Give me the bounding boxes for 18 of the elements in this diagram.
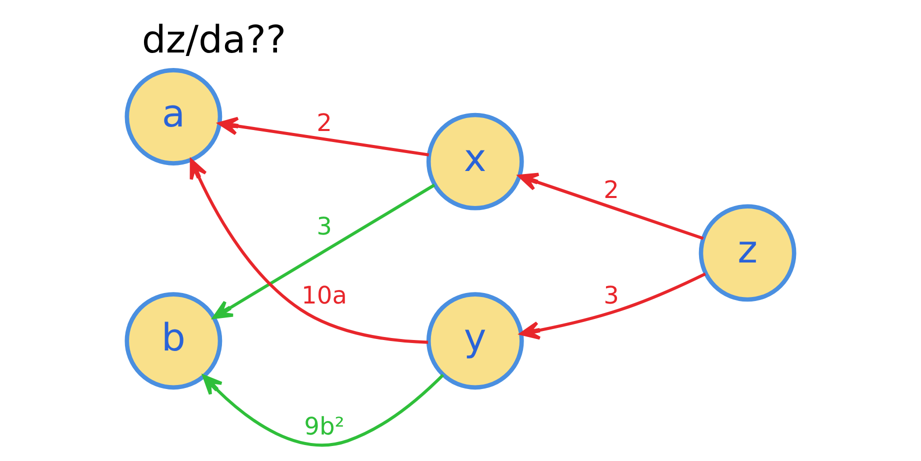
node-circle: a	[124, 68, 222, 166]
edge-label: 2	[316, 108, 332, 137]
arrow	[520, 272, 706, 340]
arrow	[190, 158, 428, 344]
edge-label: 3	[316, 212, 332, 240]
node-circle: b	[124, 292, 222, 390]
edge-label: 3	[604, 281, 620, 310]
arrow	[518, 172, 704, 240]
edge-label: 9b²	[304, 412, 344, 440]
edge-label: 10a	[302, 281, 348, 310]
diagram-title: dz/da??	[142, 17, 286, 62]
arrow	[212, 184, 436, 319]
arrow	[218, 116, 429, 156]
node-circle: z	[698, 204, 796, 302]
arrow	[202, 374, 444, 447]
edge-label: 2	[604, 176, 620, 204]
node-circle: y	[426, 292, 524, 390]
node-circle: x	[426, 112, 524, 210]
